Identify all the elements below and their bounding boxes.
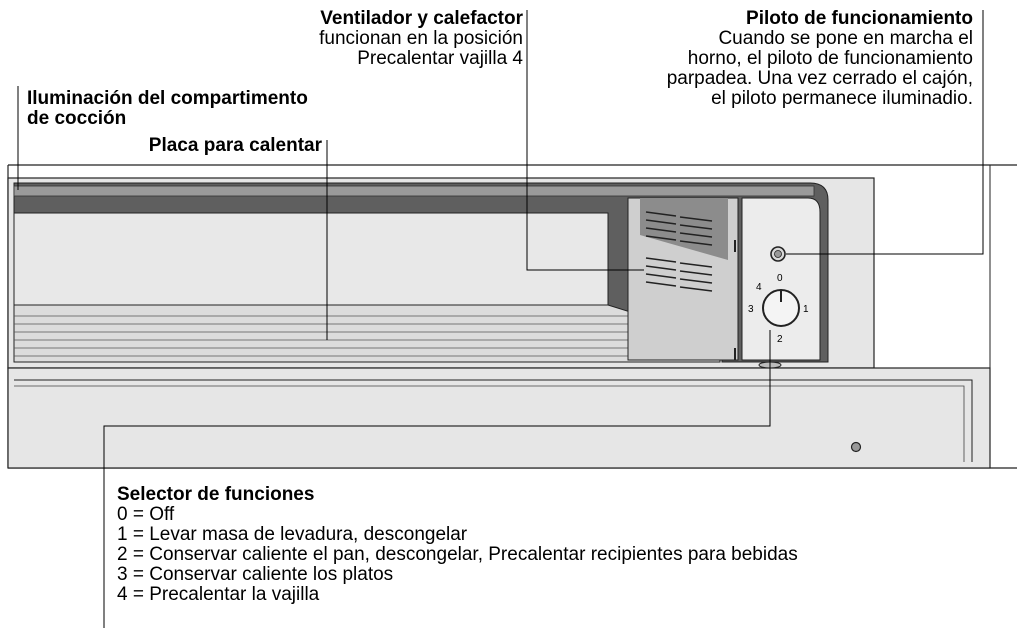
iluminacion-title-line-2: de cocción (27, 108, 127, 129)
piloto-line-4: el piloto permanece iluminadio. (711, 88, 973, 109)
leader-piloto (786, 10, 984, 255)
vent-grille-lower (645, 257, 713, 292)
knob-mark-3: 3 (748, 304, 754, 315)
callout-iluminacion: Iluminación del compartimento de cocción (27, 89, 357, 129)
placa-title: Placa para calentar (148, 135, 322, 156)
selector-option-0: 0 = Off (117, 504, 175, 525)
ventilador-line-1: funcionan en la posición (319, 28, 523, 49)
drawer-button (850, 441, 862, 453)
leader-selector (103, 330, 771, 628)
piloto-line-3: parpadea. Una vez cerrado el cajón, (666, 68, 973, 89)
knob-mark-2: 2 (777, 334, 783, 345)
callout-selector: Selector de funciones 0 = Off 1 = Levar … (117, 485, 1007, 605)
selector-option-4: 4 = Precalentar la vajilla (117, 584, 320, 605)
compartment-light-strip (13, 185, 815, 197)
knob-mark-1: 1 (803, 304, 809, 315)
knob-mark-0: 0 (777, 273, 783, 284)
selector-option-1: 1 = Levar masa de levadura, descongelar (117, 524, 468, 545)
piloto-title: Piloto de funcionamiento (746, 8, 973, 29)
vent-grille-upper (645, 211, 713, 246)
leader-ventilador (526, 10, 644, 271)
plate-tray (13, 304, 721, 363)
selector-option-2: 2 = Conservar caliente el pan, descongel… (117, 544, 798, 565)
selector-title: Selector de funciones (117, 484, 315, 505)
iluminacion-title-line-1: Iluminación del compartimento (27, 88, 308, 109)
selector-option-3: 3 = Conservar caliente los platos (117, 564, 394, 585)
piloto-line-2: horno, el piloto de funcionamiento (687, 48, 973, 69)
warming-plate (13, 212, 609, 308)
function-selector-knob: 0 1 2 3 4 (748, 273, 809, 345)
piloto-line-1: Cuando se pone en marcha el (718, 28, 973, 49)
callout-ventilador: Ventilador y calefactor funcionan en la … (193, 9, 523, 69)
drawer-front (7, 367, 991, 469)
callout-piloto: Piloto de funcionamiento Cuando se pone … (543, 9, 973, 109)
knob-mark-4: 4 (756, 282, 762, 293)
callout-placa: Placa para calentar (2, 136, 322, 156)
ventilador-line-2: Precalentar vajilla 4 (357, 48, 523, 69)
ventilador-title: Ventilador y calefactor (320, 8, 523, 29)
control-panel (741, 197, 821, 361)
leader-lines (17, 10, 984, 628)
